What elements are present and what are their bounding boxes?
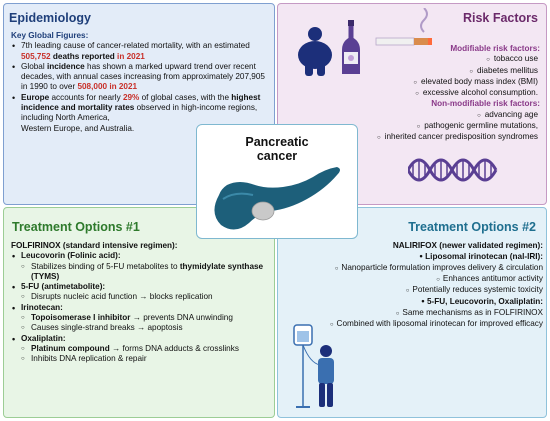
treatment-2-title: Treatment Options #2 (408, 220, 536, 234)
oxaliplatin-item: Oxaliplatin: (11, 334, 273, 345)
liposomal-irinotecan-item: • Liposomal irinotecan (nal-IRI): (419, 251, 543, 262)
cigarette-icon (375, 8, 432, 46)
modifiable-item: ○tobacco use (486, 54, 538, 64)
combo-item: • 5-FU, Leucovorin, Oxaliplatin: (421, 296, 543, 307)
key-figures-heading: Key Global Figures: (11, 31, 89, 40)
non-modifiable-heading: Non-modifiable risk factors: (431, 99, 540, 109)
liposomal-detail: ○Enhances antitumor activity (436, 273, 543, 283)
liposomal-detail: ○Potentially reduces systemic toxicity (405, 285, 543, 295)
treatment-1-title: Treatment Options #1 (12, 220, 140, 234)
modifiable-item: ○elevated body mass index (BMI) (413, 76, 538, 86)
fu-item: 5-FU (antimetabolite): (11, 282, 273, 293)
obese-person-icon (298, 27, 332, 76)
oxaliplatin-detail-1: Platinum compound → forms DNA adducts & … (21, 344, 273, 355)
pancreas-icon (214, 167, 340, 230)
epidemiology-panel: Epidemiology Key Global Figures: 7th lea… (3, 3, 275, 205)
non-modifiable-item: ○advancing age (477, 109, 538, 119)
treatment-options-1-panel: Treatment Options #1 FOLFIRINOX (standar… (3, 207, 275, 418)
leucovorin-item: Leucovorin (Folinic acid): (11, 251, 273, 262)
non-modifiable-item: ○pathogenic germline mutations, (416, 121, 538, 131)
modifiable-item: ○excessive alcohol consumption. (415, 88, 538, 98)
nalirifox-heading: NALIRIFOX (newer validated regimen): (392, 241, 543, 250)
oxaliplatin-detail-2: Inhibits DNA replication & repair (21, 354, 273, 365)
irinotecan-detail-1: Topoisomerase I inhibitor → prevents DNA… (21, 313, 273, 324)
epi-bullet-europe: Europe accounts for nearly 29% of global… (11, 93, 273, 134)
epidemiology-title: Epidemiology (9, 11, 91, 25)
epi-bullet-incidence: Global incidence has shown a marked upwa… (11, 62, 273, 93)
risk-factors-title: Risk Factors (462, 11, 538, 25)
epi-bullet-mortality: 7th leading cause of cancer-related mort… (11, 41, 273, 62)
combo-detail: ○Same mechanisms as in FOLFIRINOX (395, 307, 543, 317)
patient-iv-icon (293, 324, 334, 408)
leucovorin-detail: Stabilizes binding of 5-FU metabolites t… (21, 262, 273, 283)
liposomal-detail: ○Nanoparticle formulation improves deliv… (334, 262, 543, 272)
non-modifiable-item: ○inherited cancer predisposition syndrom… (377, 132, 538, 142)
irinotecan-item: Irinotecan: (11, 303, 273, 314)
modifiable-item: ○diabetes mellitus (469, 65, 538, 75)
fu-detail: Disrupts nucleic acid function → blocks … (21, 292, 273, 303)
dna-helix-icon (408, 158, 498, 182)
irinotecan-detail-2: Causes single-strand breaks → apoptosis (21, 323, 273, 334)
folfirinox-heading: FOLFIRINOX (standard intensive regimen): (11, 241, 178, 250)
treatment-options-2-panel: Treatment Options #2 NALIRIFOX (newer va… (277, 207, 547, 418)
modifiable-heading: Modifiable risk factors: (450, 44, 540, 53)
combo-detail: ○Combined with liposomal irinotecan for … (329, 319, 543, 329)
wine-bottle-icon (342, 20, 360, 74)
